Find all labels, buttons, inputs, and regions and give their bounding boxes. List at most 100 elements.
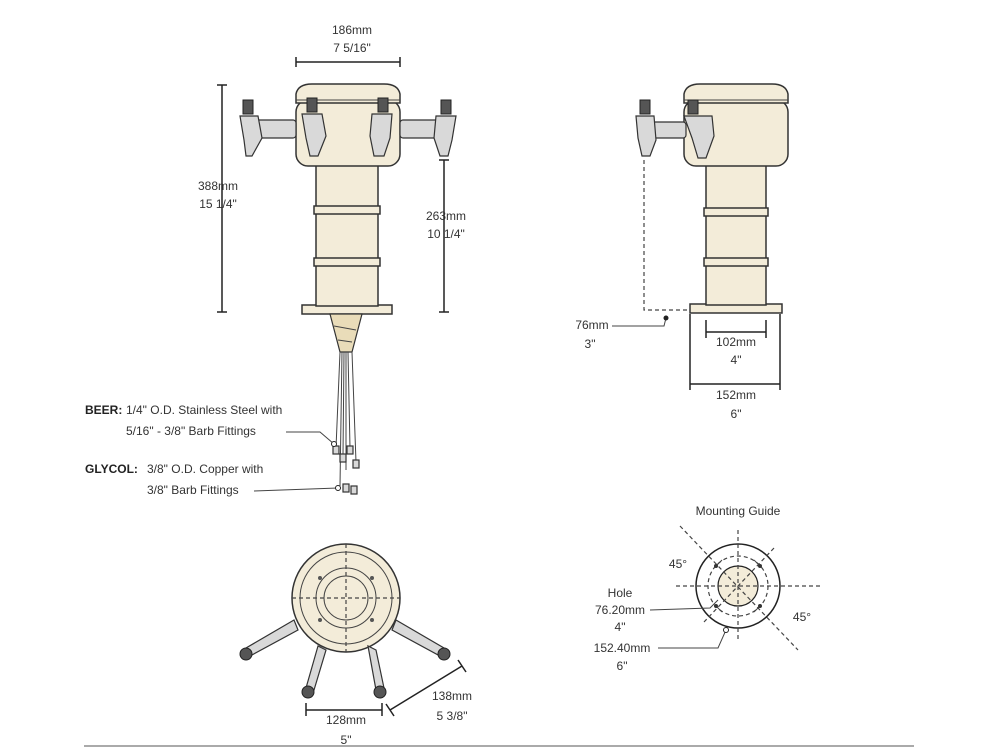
mounting-diagonal-1 xyxy=(679,525,799,651)
front-taps xyxy=(239,97,457,157)
mounting-angle-2: 45° xyxy=(793,610,811,624)
side-column xyxy=(705,164,767,306)
tap-3-handle xyxy=(377,97,389,113)
front-height-in-label: 15 1/4" xyxy=(199,197,237,211)
tap-4-handle xyxy=(440,99,452,115)
column-band-lower xyxy=(313,257,381,267)
front-width-mm-label: 186mm xyxy=(332,23,372,37)
side-tap-handle-front xyxy=(687,99,699,115)
top-tap-1-shank xyxy=(245,619,299,657)
top-tap-4-shank xyxy=(391,619,445,657)
mounting-hole-label: Hole xyxy=(608,586,633,600)
beer-leader-dot xyxy=(331,441,337,447)
front-width-in-label: 7 5/16" xyxy=(333,41,371,55)
beer-leader-line xyxy=(286,431,335,445)
glycol-text-line1: 3/8" O.D. Copper with xyxy=(147,462,263,476)
beer-label: BEER: xyxy=(85,403,122,417)
mounting-arrow-heads xyxy=(715,559,761,613)
glycol-leader-dot xyxy=(335,485,341,491)
tap-1-faucet xyxy=(239,115,263,157)
tap-1 xyxy=(239,99,297,157)
beer-text-line2: 5/16" - 3/8" Barb Fittings xyxy=(126,424,256,438)
side-inner-in-label: 4" xyxy=(731,353,742,367)
mounting-guide-title: Mounting Guide xyxy=(696,504,781,518)
tap-1-handle xyxy=(242,99,254,115)
front-column-mm-label: 263mm xyxy=(426,209,466,223)
top-bolt-4 xyxy=(370,618,374,622)
top-taps xyxy=(239,619,451,699)
fitting-4 xyxy=(352,459,360,469)
top-bolt-1 xyxy=(318,576,322,580)
column-band-upper xyxy=(313,205,381,215)
top-depth-mm-label: 128mm xyxy=(326,713,366,727)
tap-3-faucet xyxy=(369,113,393,157)
side-view: 76mm 3" 102mm 4" 152mm 6" xyxy=(575,83,789,421)
glycol-text-line2: 3/8" Barb Fittings xyxy=(147,483,239,497)
top-tap-2-knob xyxy=(301,685,315,699)
top-view: 128mm 5" 138mm 5 3/8" xyxy=(239,543,472,747)
top-span-in-label: 5 3/8" xyxy=(437,709,468,723)
side-tap-handle-back xyxy=(639,99,651,115)
fitting-5 xyxy=(342,483,350,493)
tap-2-handle xyxy=(306,97,318,113)
mounting-guide: Mounting Guide 45° 45° Hole 76.20mm 4" 1… xyxy=(594,504,822,673)
tap-2 xyxy=(301,97,327,157)
mounting-bolt-3 xyxy=(714,604,718,608)
top-bolt-2 xyxy=(370,576,374,580)
tower-column xyxy=(315,164,379,307)
top-span-tick-left xyxy=(385,703,395,717)
mounting-hole-mm: 76.20mm xyxy=(595,603,645,617)
top-span-mm-label: 138mm xyxy=(432,689,472,703)
side-cap xyxy=(683,83,789,104)
mounting-hole-in: 4" xyxy=(615,620,626,634)
side-offset-dot xyxy=(663,315,669,321)
fitting-6 xyxy=(350,485,358,495)
trunk-lines xyxy=(332,351,360,495)
top-tap-2-shank xyxy=(305,645,327,691)
mounting-bolt-4 xyxy=(758,604,762,608)
line-bundle-sleeve xyxy=(329,313,363,353)
side-offset-leader xyxy=(612,317,667,327)
side-offset-mm-label: 76mm xyxy=(575,318,608,332)
tube-lines xyxy=(335,351,357,487)
tap-4-faucet xyxy=(433,115,457,157)
side-band-lower xyxy=(703,257,769,267)
beer-text-line1: 1/4" O.D. Stainless Steel with xyxy=(126,403,282,417)
glycol-leader-line xyxy=(253,487,339,492)
mounting-diagonal-2 xyxy=(703,547,775,623)
top-bolt-3 xyxy=(318,618,322,622)
tower-side xyxy=(635,83,789,314)
top-depth-in-label: 5" xyxy=(341,733,352,747)
top-tap-4-knob xyxy=(437,647,451,661)
side-band-upper xyxy=(703,207,769,217)
front-height-mm-label: 388mm xyxy=(198,179,238,193)
sleeve-wrap xyxy=(333,325,357,343)
glycol-label: GLYCOL: xyxy=(85,462,138,476)
front-view: 186mm 7 5/16" 388mm 15 1/4" 263mm 10 1/4… xyxy=(198,23,466,495)
side-base-in-label: 6" xyxy=(731,407,742,421)
side-offset-dashed-line xyxy=(643,160,690,311)
fitting-1 xyxy=(332,445,340,455)
mounting-hole-leader xyxy=(649,599,719,611)
top-span-tick-right xyxy=(457,659,467,673)
mounting-bolt-1 xyxy=(714,564,718,568)
mounting-bolt-2 xyxy=(758,564,762,568)
mounting-outer-mm: 152.40mm xyxy=(594,641,651,655)
mounting-angle-1: 45° xyxy=(669,557,687,571)
tower-cap xyxy=(295,83,401,104)
top-tap-3-knob xyxy=(373,685,387,699)
top-tap-1-knob xyxy=(239,647,253,661)
line-callouts: BEER: 1/4" O.D. Stainless Steel with 5/1… xyxy=(85,403,341,497)
side-tap-faucet-back xyxy=(635,115,657,157)
side-base-mm-label: 152mm xyxy=(716,388,756,402)
mounting-outer-in: 6" xyxy=(617,659,628,673)
side-offset-in-label: 3" xyxy=(585,337,596,351)
top-tap-3-shank xyxy=(367,644,385,691)
mounting-outer-leader xyxy=(658,629,727,649)
side-tap-faucet-front xyxy=(683,115,715,159)
front-column-in-label: 10 1/4" xyxy=(427,227,465,241)
side-inner-mm-label: 102mm xyxy=(716,335,756,349)
tap-2-faucet xyxy=(301,113,327,157)
fitting-2 xyxy=(339,453,347,463)
